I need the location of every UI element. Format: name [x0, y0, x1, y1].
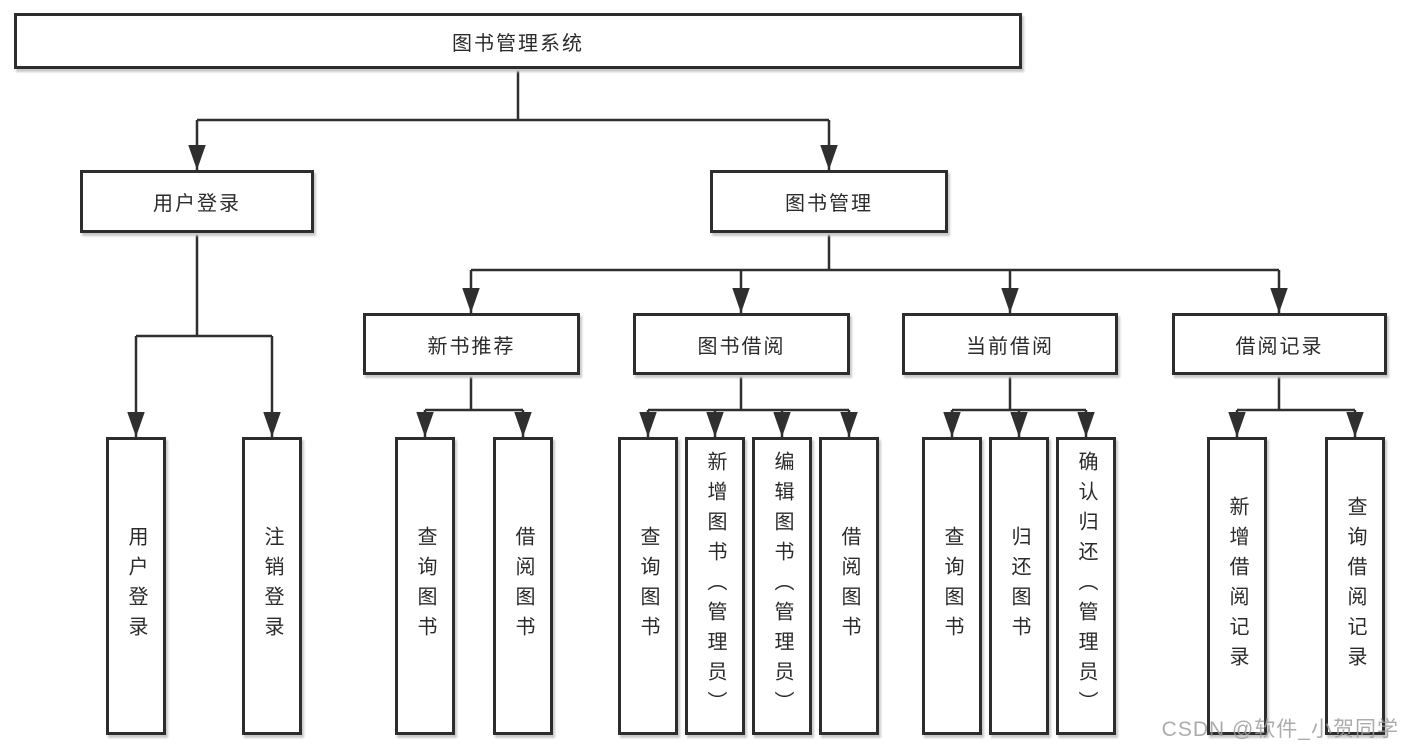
node-book-management: 图书管理 — [710, 170, 948, 233]
leaf-query-borrow-record: 查询借阅记录 — [1325, 437, 1385, 735]
leaf-user-login: 用户登录 — [106, 437, 166, 735]
leaf-confirm-return-admin: 确认归还（管理员） — [1056, 437, 1116, 735]
leaf-query-books-recommend: 查询图书 — [395, 437, 455, 735]
leaf-return-books: 归还图书 — [989, 437, 1049, 735]
leaf-edit-books-admin: 编辑图书（管理员） — [752, 437, 812, 735]
leaf-borrow-books-recommend: 借阅图书 — [493, 437, 553, 735]
leaf-query-books-borrowing: 查询图书 — [618, 437, 678, 735]
leaf-borrow-books-borrowing: 借阅图书 — [819, 437, 879, 735]
node-borrowing-records: 借阅记录 — [1172, 313, 1387, 375]
leaf-query-books-current: 查询图书 — [922, 437, 982, 735]
node-new-book-recommend: 新书推荐 — [363, 313, 580, 375]
connector-group — [127, 69, 1364, 437]
node-user-login: 用户登录 — [80, 170, 314, 233]
leaf-logout: 注销登录 — [242, 437, 302, 735]
node-book-borrowing: 图书借阅 — [633, 313, 850, 375]
leaf-add-borrow-record: 新增借阅记录 — [1207, 437, 1267, 735]
node-root-system: 图书管理系统 — [14, 13, 1022, 69]
leaf-add-books-admin: 新增图书（管理员） — [685, 437, 745, 735]
node-current-borrowing: 当前借阅 — [902, 313, 1118, 375]
